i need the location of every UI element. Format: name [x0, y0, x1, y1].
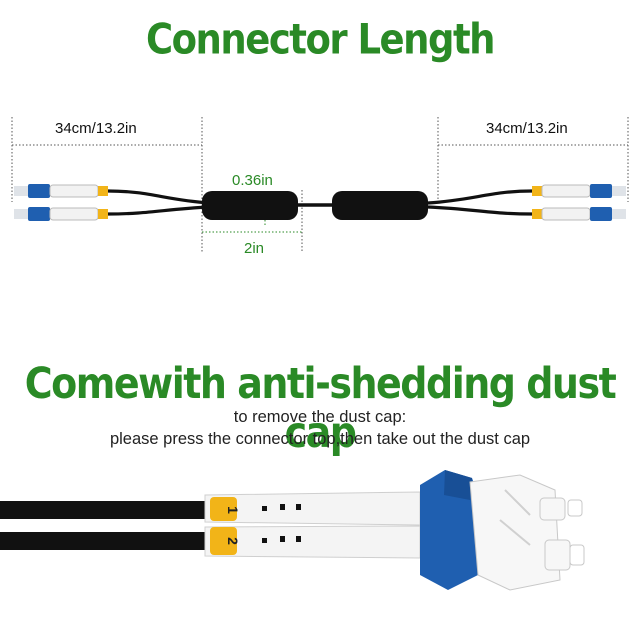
left-connector-2 — [14, 207, 108, 221]
label-1-text: 1 — [225, 506, 241, 514]
dimension-guides — [11, 117, 629, 252]
page-title: Connector Length — [145, 15, 496, 64]
right-length-label: 34cm/13.2in — [486, 120, 568, 137]
right-connector-1 — [532, 184, 626, 198]
left-length-label: 34cm/13.2in — [55, 120, 137, 137]
right-furcation-boot — [332, 191, 428, 220]
label-2-text: 2 — [225, 537, 241, 545]
closeup-dust-caps — [469, 474, 585, 591]
right-connector-2 — [532, 207, 626, 221]
boot-diameter-label: 0.36in — [232, 172, 273, 189]
closeup-cable-1 — [0, 501, 215, 519]
instruction-line-1: to remove the dust cap: — [233, 408, 407, 426]
label-2-tag — [210, 527, 237, 555]
boot-length-label: 2in — [244, 240, 265, 257]
closeup-blue-housing — [420, 470, 480, 590]
cable-length-diagram — [11, 117, 629, 252]
left-furcation-boot — [202, 191, 298, 220]
dust-cap-heading: Comewith anti-shedding dust cap — [24, 358, 617, 458]
right-fibers — [426, 189, 534, 216]
left-connector-1 — [14, 184, 108, 198]
closeup-cable-2 — [0, 532, 215, 550]
instruction-line-2: please press the connector top,then take… — [109, 430, 531, 448]
left-fibers — [106, 189, 212, 216]
label-1-tag — [210, 497, 237, 521]
